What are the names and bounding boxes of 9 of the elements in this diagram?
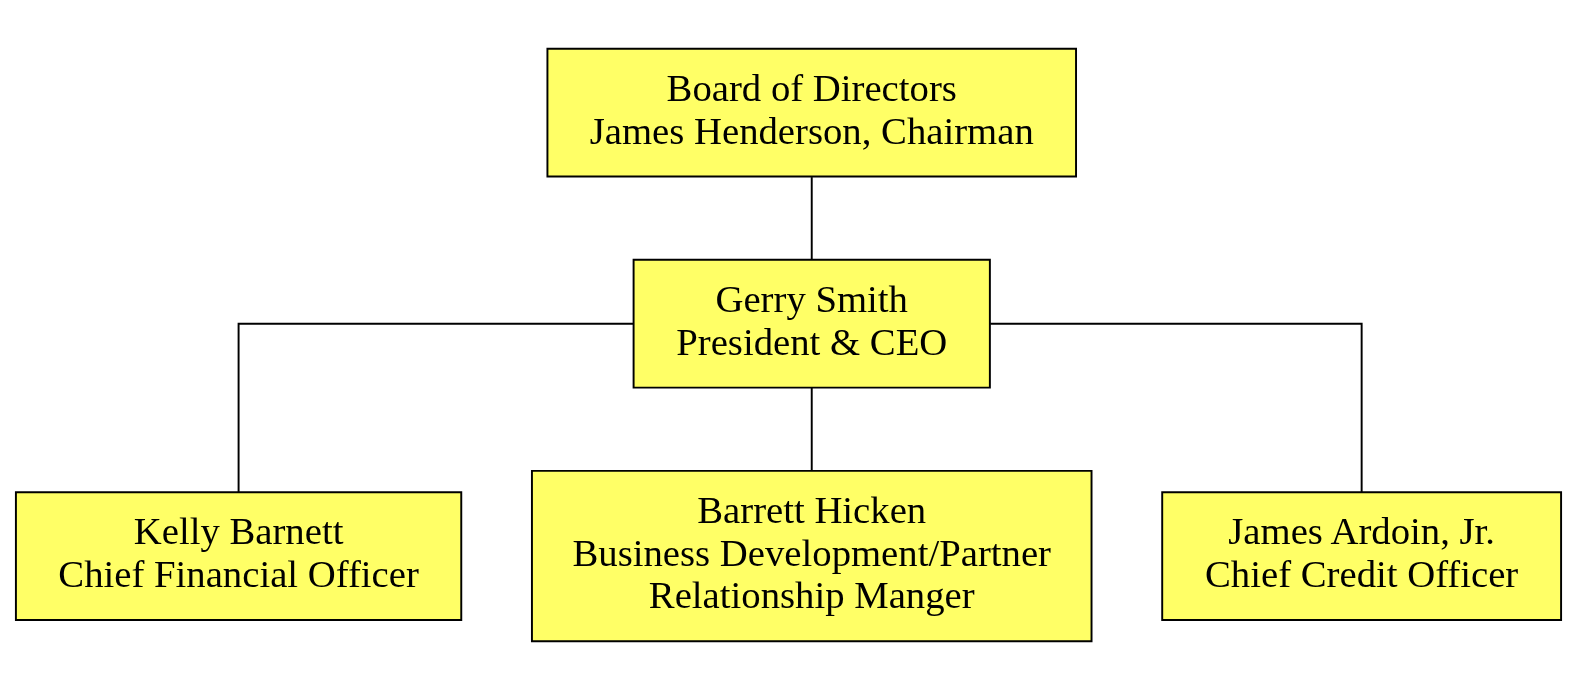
node-box: Barrett Hicken Business Development/Partner Relationship Manger [530, 469, 1093, 643]
node-box: Kelly Barnett Chief Financial Officer [14, 491, 463, 621]
connector [810, 386, 813, 472]
connector [989, 322, 1363, 493]
node-box: Gerry Smith President & CEO [632, 258, 991, 389]
node-box: Board of Directors James Henderson, Chairman [546, 47, 1077, 178]
node-box: James Ardoin, Jr. Chief Credit Officer [1161, 491, 1563, 621]
connector [237, 322, 635, 493]
connector [810, 176, 813, 261]
